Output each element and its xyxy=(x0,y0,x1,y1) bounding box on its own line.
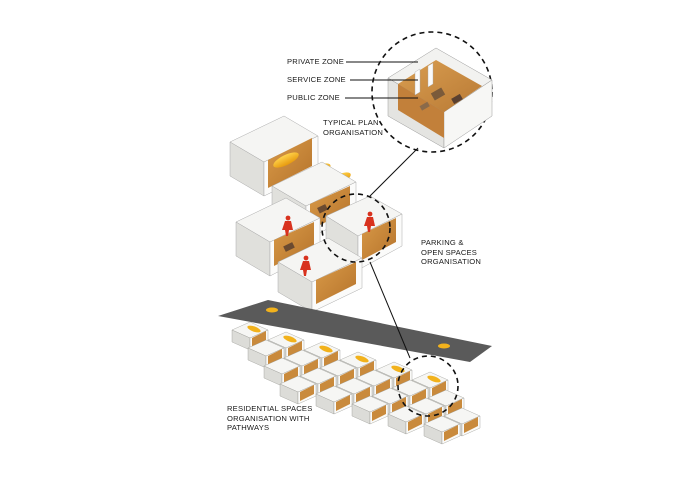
typical-plan-detail xyxy=(371,31,493,153)
label-line: RESIDENTIAL SPACES xyxy=(227,404,313,413)
residential-module xyxy=(387,405,425,435)
label-line: ORGANISATION xyxy=(421,257,482,267)
car-icon xyxy=(266,307,278,313)
label-line: PARKING & xyxy=(421,238,464,247)
person-figure-icon xyxy=(300,255,311,276)
car-icon xyxy=(355,355,369,363)
label-public-zone: PUBLIC ZONE xyxy=(287,93,340,102)
label-service-zone: SERVICE ZONE xyxy=(287,75,346,84)
label-parking: PARKING & OPEN SPACES ORGANISATION xyxy=(421,238,481,267)
plan-partition-2 xyxy=(427,62,434,88)
label-line: TYPICAL PLAN xyxy=(323,118,379,127)
detail-circle-residential xyxy=(397,355,459,417)
plan-furniture-table xyxy=(419,101,430,111)
plan-furniture-sofa xyxy=(451,93,463,105)
person-figure-icon xyxy=(364,211,375,232)
label-line: ORGANISATION xyxy=(323,127,384,137)
plan-partition-1 xyxy=(414,68,421,96)
residential-module xyxy=(423,415,461,445)
label-private-zone: PRIVATE ZONE xyxy=(287,57,344,66)
residential-module xyxy=(351,395,389,425)
detail-circle-parking xyxy=(321,193,391,263)
residential-grid xyxy=(218,300,492,362)
label-typical-plan: TYPICAL PLAN ORGANISATION xyxy=(323,118,383,137)
label-residential: RESIDENTIAL SPACES ORGANISATION WITH PAT… xyxy=(227,404,312,433)
residential-module xyxy=(247,339,285,369)
car-icon xyxy=(247,325,261,333)
leader-lines xyxy=(345,61,419,359)
furniture-icon xyxy=(317,204,328,214)
road xyxy=(218,300,492,362)
car-icon xyxy=(427,375,441,383)
label-line: ORGANISATION WITH xyxy=(227,413,310,423)
residential-modules xyxy=(231,321,481,445)
furniture-icon xyxy=(283,242,295,252)
person-figure-icon xyxy=(282,215,293,236)
label-line: OPEN SPACES xyxy=(421,247,478,257)
plan-furniture-bed xyxy=(430,87,446,101)
parking-modules xyxy=(229,115,403,313)
residential-module xyxy=(315,385,353,415)
car-icon xyxy=(273,152,299,168)
car-icon xyxy=(283,335,297,343)
car-icon xyxy=(319,345,333,353)
label-line: PATHWAYS xyxy=(227,423,270,433)
car-icon xyxy=(438,343,450,349)
